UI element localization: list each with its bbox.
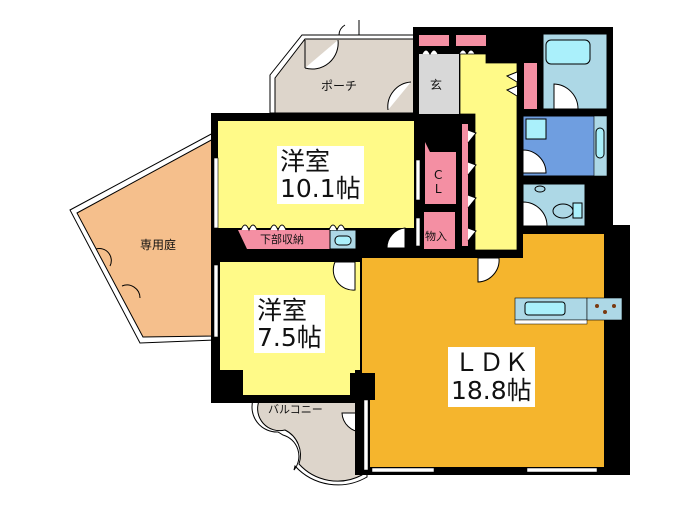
storage [424, 212, 455, 249]
western-room-1-label: 洋室 10.1帖 [277, 146, 364, 204]
private-garden [69, 131, 216, 344]
hallway [459, 53, 518, 251]
room-name: 洋室 [257, 296, 308, 325]
balcony-label: バルコニー [268, 403, 323, 416]
porch-label: ポーチ [321, 79, 358, 93]
room-name: ＬＤＫ [453, 348, 529, 377]
ldk-label: ＬＤＫ 18.8帖 [448, 347, 535, 407]
room-name: 洋室 [280, 147, 331, 176]
closet-label: C L [434, 168, 443, 196]
room-size: 7.5帖 [257, 323, 322, 352]
closet [425, 142, 456, 204]
entrance [419, 54, 459, 114]
entrance-label: 玄 [430, 78, 443, 92]
private-garden-label: 専用庭 [140, 238, 177, 252]
room-size: 18.8帖 [451, 376, 532, 405]
storage-label: 物入 [425, 230, 447, 243]
room-size: 10.1帖 [280, 174, 361, 203]
porch [269, 20, 415, 114]
western-room-2-label: 洋室 7.5帖 [254, 295, 325, 353]
under-storage-label: 下部収納 [260, 233, 304, 246]
under-storage [238, 230, 330, 249]
